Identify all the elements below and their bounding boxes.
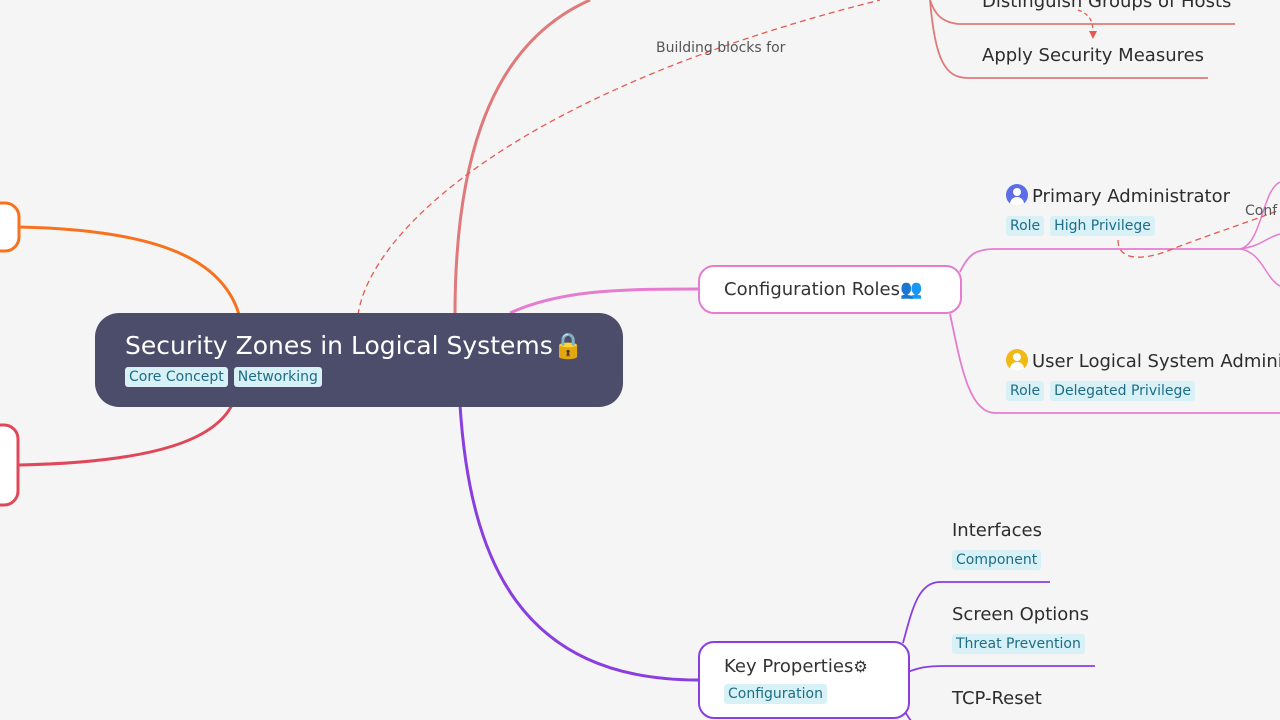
node-primary-administrator[interactable]: Primary Administrator Role High Privileg… [1006,184,1230,236]
link-apply [929,0,1208,79]
node-user-logical-system-admin[interactable]: User Logical System Admini Role Delegate… [1006,349,1280,401]
primary-admin-tags: Role High Privilege [1006,216,1230,236]
left-crimson-node-edge [0,423,20,507]
tag-delegated-privilege: Delegated Privilege [1050,381,1195,401]
user-avatar-icon [1006,184,1028,206]
relation-conf [1117,209,1280,258]
link-primary-sub2 [1239,233,1280,250]
node-tcp-reset-label: TCP-Reset [952,688,1042,709]
people-icon: 👥 [899,279,923,300]
relation-building-blocks [357,0,881,316]
tag-component: Component [952,550,1042,570]
link-screen-options [907,665,1095,673]
tag-high-privilege: High Privilege [1050,216,1155,236]
root-tags: Core Concept Networking [125,367,623,387]
user-avatar-icon [1006,349,1028,371]
link-red-main [453,0,591,316]
link-crimson [18,404,234,467]
link-distinguish [929,0,1235,25]
node-interfaces-label: Interfaces [952,520,1042,541]
node-key-properties[interactable]: Key Properties⚙ Configuration [698,641,910,719]
node-configuration-roles-label: Configuration Roles [724,279,900,300]
tag-threat-prevention: Threat Prevention [952,634,1085,654]
interfaces-tags: Component [952,550,1042,570]
gear-icon: ⚙ [853,657,868,676]
tag-role: Role [1006,381,1045,401]
node-interfaces[interactable]: Interfaces Component [952,518,1042,570]
relation-small-arrowhead [1089,31,1097,39]
relation-small-arrow [1077,9,1094,33]
node-apply-security-label: Apply Security Measures [982,45,1205,66]
link-pink-main [509,287,699,315]
relation-label-building-blocks: Building blocks for [656,40,786,56]
key-properties-tags: Configuration [724,684,908,704]
node-primary-administrator-label: Primary Administrator [1032,186,1230,207]
node-tcp-reset[interactable]: TCP-Reset [952,686,1042,712]
link-purple-main [458,404,699,682]
root-title: Security Zones in Logical Systems [125,331,553,360]
link-user-admin [949,313,1280,414]
node-apply-security[interactable]: Apply Security Measures [982,43,1204,69]
screen-options-tags: Threat Prevention [952,634,1089,654]
tag-configuration: Configuration [724,684,827,704]
node-user-logical-system-admin-label: User Logical System Admini [1032,351,1280,372]
link-primary-admin [959,248,1240,273]
node-screen-options[interactable]: Screen Options Threat Prevention [952,602,1089,654]
root-title-row: Security Zones in Logical Systems🔒 [125,329,623,363]
node-configuration-roles[interactable]: Configuration Roles👥 [698,265,962,314]
node-distinguish-groups-label: Distinguish Groups of Hosts [982,0,1232,12]
node-distinguish-groups[interactable]: Distinguish Groups of Hosts [982,0,1231,15]
user-admin-tags: Role Delegated Privilege [1006,381,1280,401]
tag-role: Role [1006,216,1045,236]
node-screen-options-label: Screen Options [952,604,1090,625]
relation-label-conf: Conf [1245,203,1278,219]
lock-icon: 🔒 [552,331,584,360]
link-primary-sub3 [1239,248,1280,287]
root-node[interactable]: Security Zones in Logical Systems🔒 Core … [95,313,623,407]
left-orange-node-edge [0,201,21,253]
tag-networking: Networking [233,367,322,387]
link-orange [18,225,242,319]
link-interfaces [902,581,1050,644]
tag-core-concept: Core Concept [125,367,228,387]
node-key-properties-label: Key Properties [724,656,854,677]
